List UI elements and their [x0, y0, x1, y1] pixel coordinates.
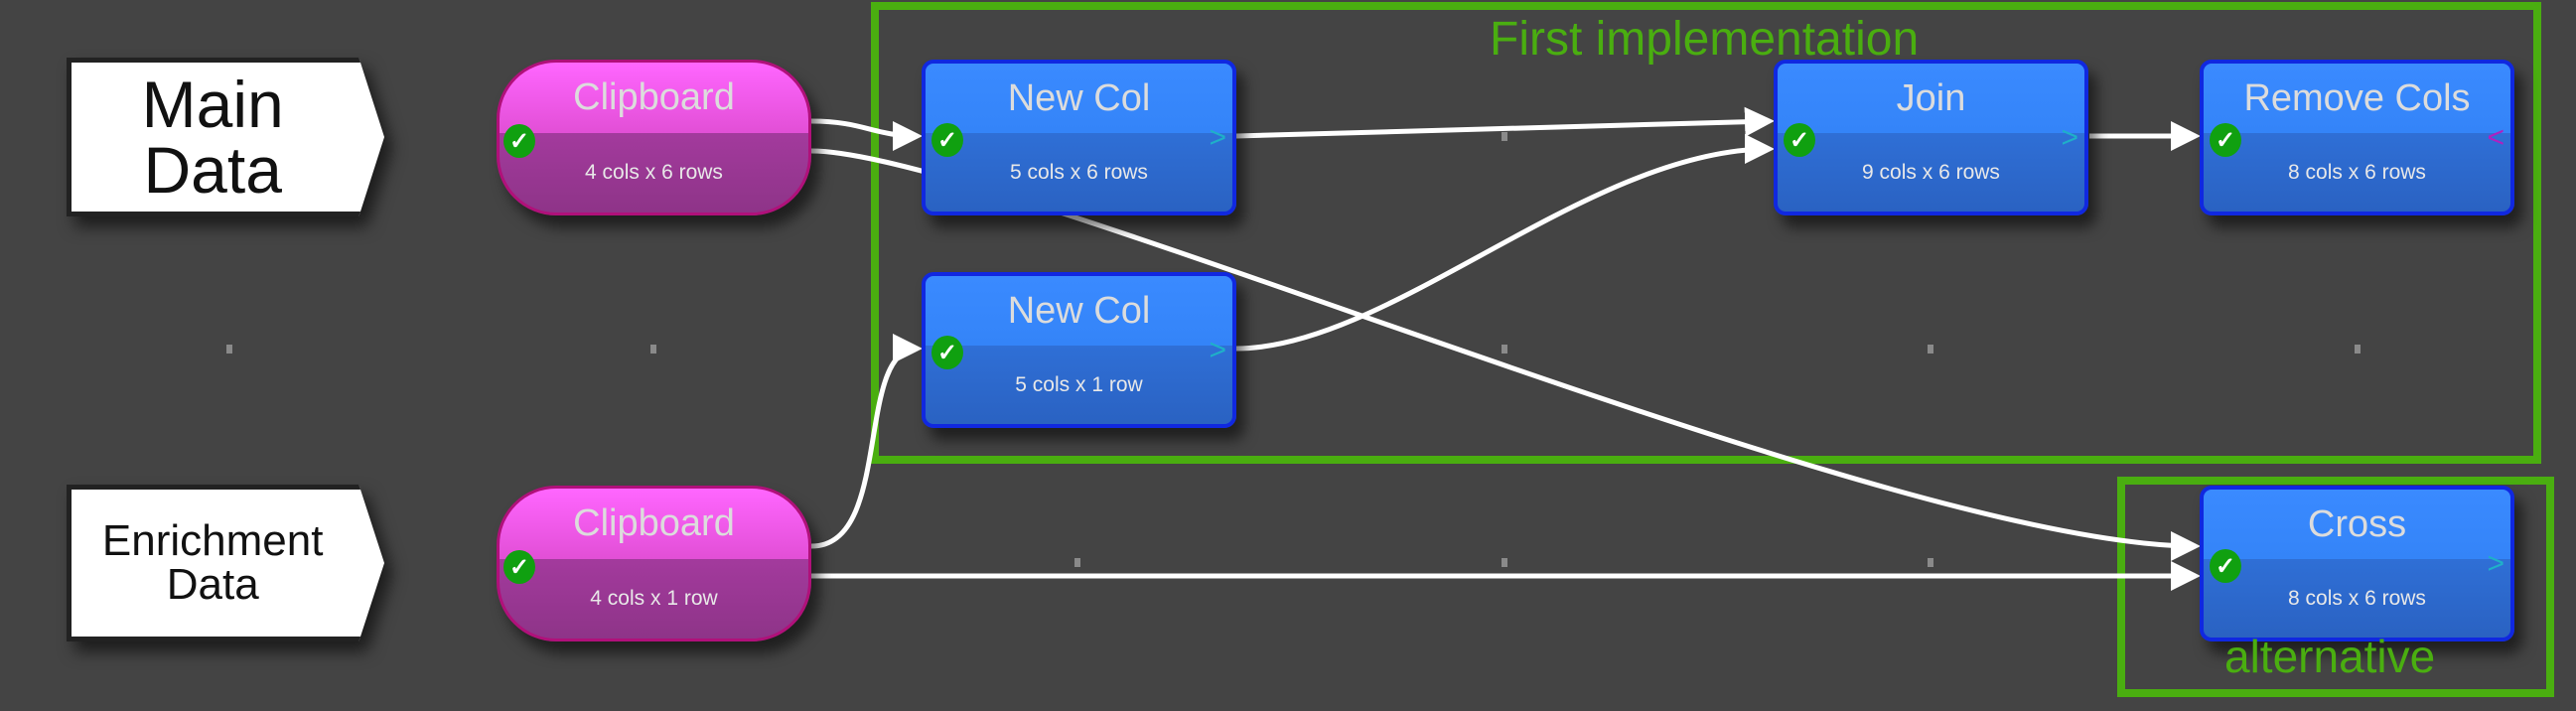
check-icon: ✓ — [2210, 123, 2241, 157]
back-port-icon[interactable]: < — [2487, 121, 2504, 154]
edge-clipboard2-newcol2 — [810, 334, 923, 549]
node-clipboard-enrichment[interactable]: Clipboard 4 cols x 1 row ✓ — [497, 486, 811, 641]
annotation-enrichment-data[interactable]: Enrichment Data — [67, 485, 384, 641]
node-subtitle: 4 cols x 6 rows — [585, 160, 723, 184]
check-icon: ✓ — [503, 550, 535, 584]
output-port-icon[interactable]: > — [1209, 334, 1226, 366]
group-label: First implementation — [1490, 13, 1920, 66]
node-clipboard-main[interactable]: Clipboard 4 cols x 6 rows ✓ — [497, 60, 811, 215]
edge-newcol2-join — [1235, 134, 1775, 352]
grid-dot — [1074, 558, 1080, 567]
grid-dot — [1502, 558, 1507, 567]
annotation-line: Data — [166, 560, 259, 609]
annotation-main-data[interactable]: Main Data — [67, 58, 384, 216]
node-cross[interactable]: Cross 8 cols x 6 rows ✓ > — [2200, 486, 2514, 641]
node-subtitle: 8 cols x 6 rows — [2288, 160, 2426, 184]
annotation-line: Enrichment — [101, 516, 324, 565]
annotation-text: Main Data — [67, 58, 358, 216]
edge-clipboard1-newcol1 — [810, 118, 923, 151]
node-new-col-2[interactable]: New Col 5 cols x 1 row ✓ > — [922, 272, 1236, 428]
node-title: Remove Cols — [2243, 76, 2471, 119]
check-icon: ✓ — [1784, 123, 1815, 157]
node-remove-cols[interactable]: Remove Cols 8 cols x 6 rows ✓ < — [2200, 60, 2514, 215]
group-alternative[interactable] — [2117, 477, 2554, 697]
annotation-text: Enrichment Data — [67, 485, 358, 641]
node-join[interactable]: Join 9 cols x 6 rows ✓ > — [1774, 60, 2088, 215]
group-first-implementation[interactable] — [871, 2, 2541, 464]
annotation-line: Data — [143, 133, 282, 207]
grid-dot — [226, 345, 232, 354]
node-title: Cross — [2307, 502, 2407, 545]
output-port-icon[interactable]: > — [2061, 121, 2078, 154]
node-title: New Col — [1007, 289, 1151, 332]
check-icon: ✓ — [503, 124, 535, 158]
grid-dot — [1928, 558, 1933, 567]
annotation-line: Main — [141, 68, 284, 141]
grid-dot — [2355, 345, 2361, 354]
node-title: Join — [1896, 76, 1966, 119]
node-subtitle: 9 cols x 6 rows — [1862, 160, 2000, 184]
node-title: Clipboard — [573, 75, 735, 118]
check-icon: ✓ — [931, 336, 963, 369]
node-subtitle: 5 cols x 6 rows — [1010, 160, 1148, 184]
output-port-icon[interactable]: > — [1209, 121, 1226, 154]
node-subtitle: 8 cols x 6 rows — [2288, 586, 2426, 610]
node-title: New Col — [1007, 76, 1151, 119]
annotation-shape — [67, 58, 384, 216]
node-new-col-1[interactable]: New Col 5 cols x 6 rows ✓ > — [922, 60, 1236, 215]
node-title: Clipboard — [573, 501, 735, 544]
check-icon: ✓ — [931, 123, 963, 157]
grid-dot — [1502, 132, 1507, 141]
group-label: alternative — [2224, 631, 2436, 682]
grid-dot — [650, 345, 656, 354]
check-icon: ✓ — [2210, 549, 2241, 583]
edge-newcol1-join — [1235, 106, 1775, 139]
grid-dot — [1502, 345, 1507, 354]
node-subtitle: 4 cols x 1 row — [590, 586, 718, 610]
annotation-shape — [67, 485, 384, 641]
grid-dot — [1928, 345, 1933, 354]
node-subtitle: 5 cols x 1 row — [1015, 372, 1143, 396]
output-port-icon[interactable]: > — [2487, 547, 2504, 580]
